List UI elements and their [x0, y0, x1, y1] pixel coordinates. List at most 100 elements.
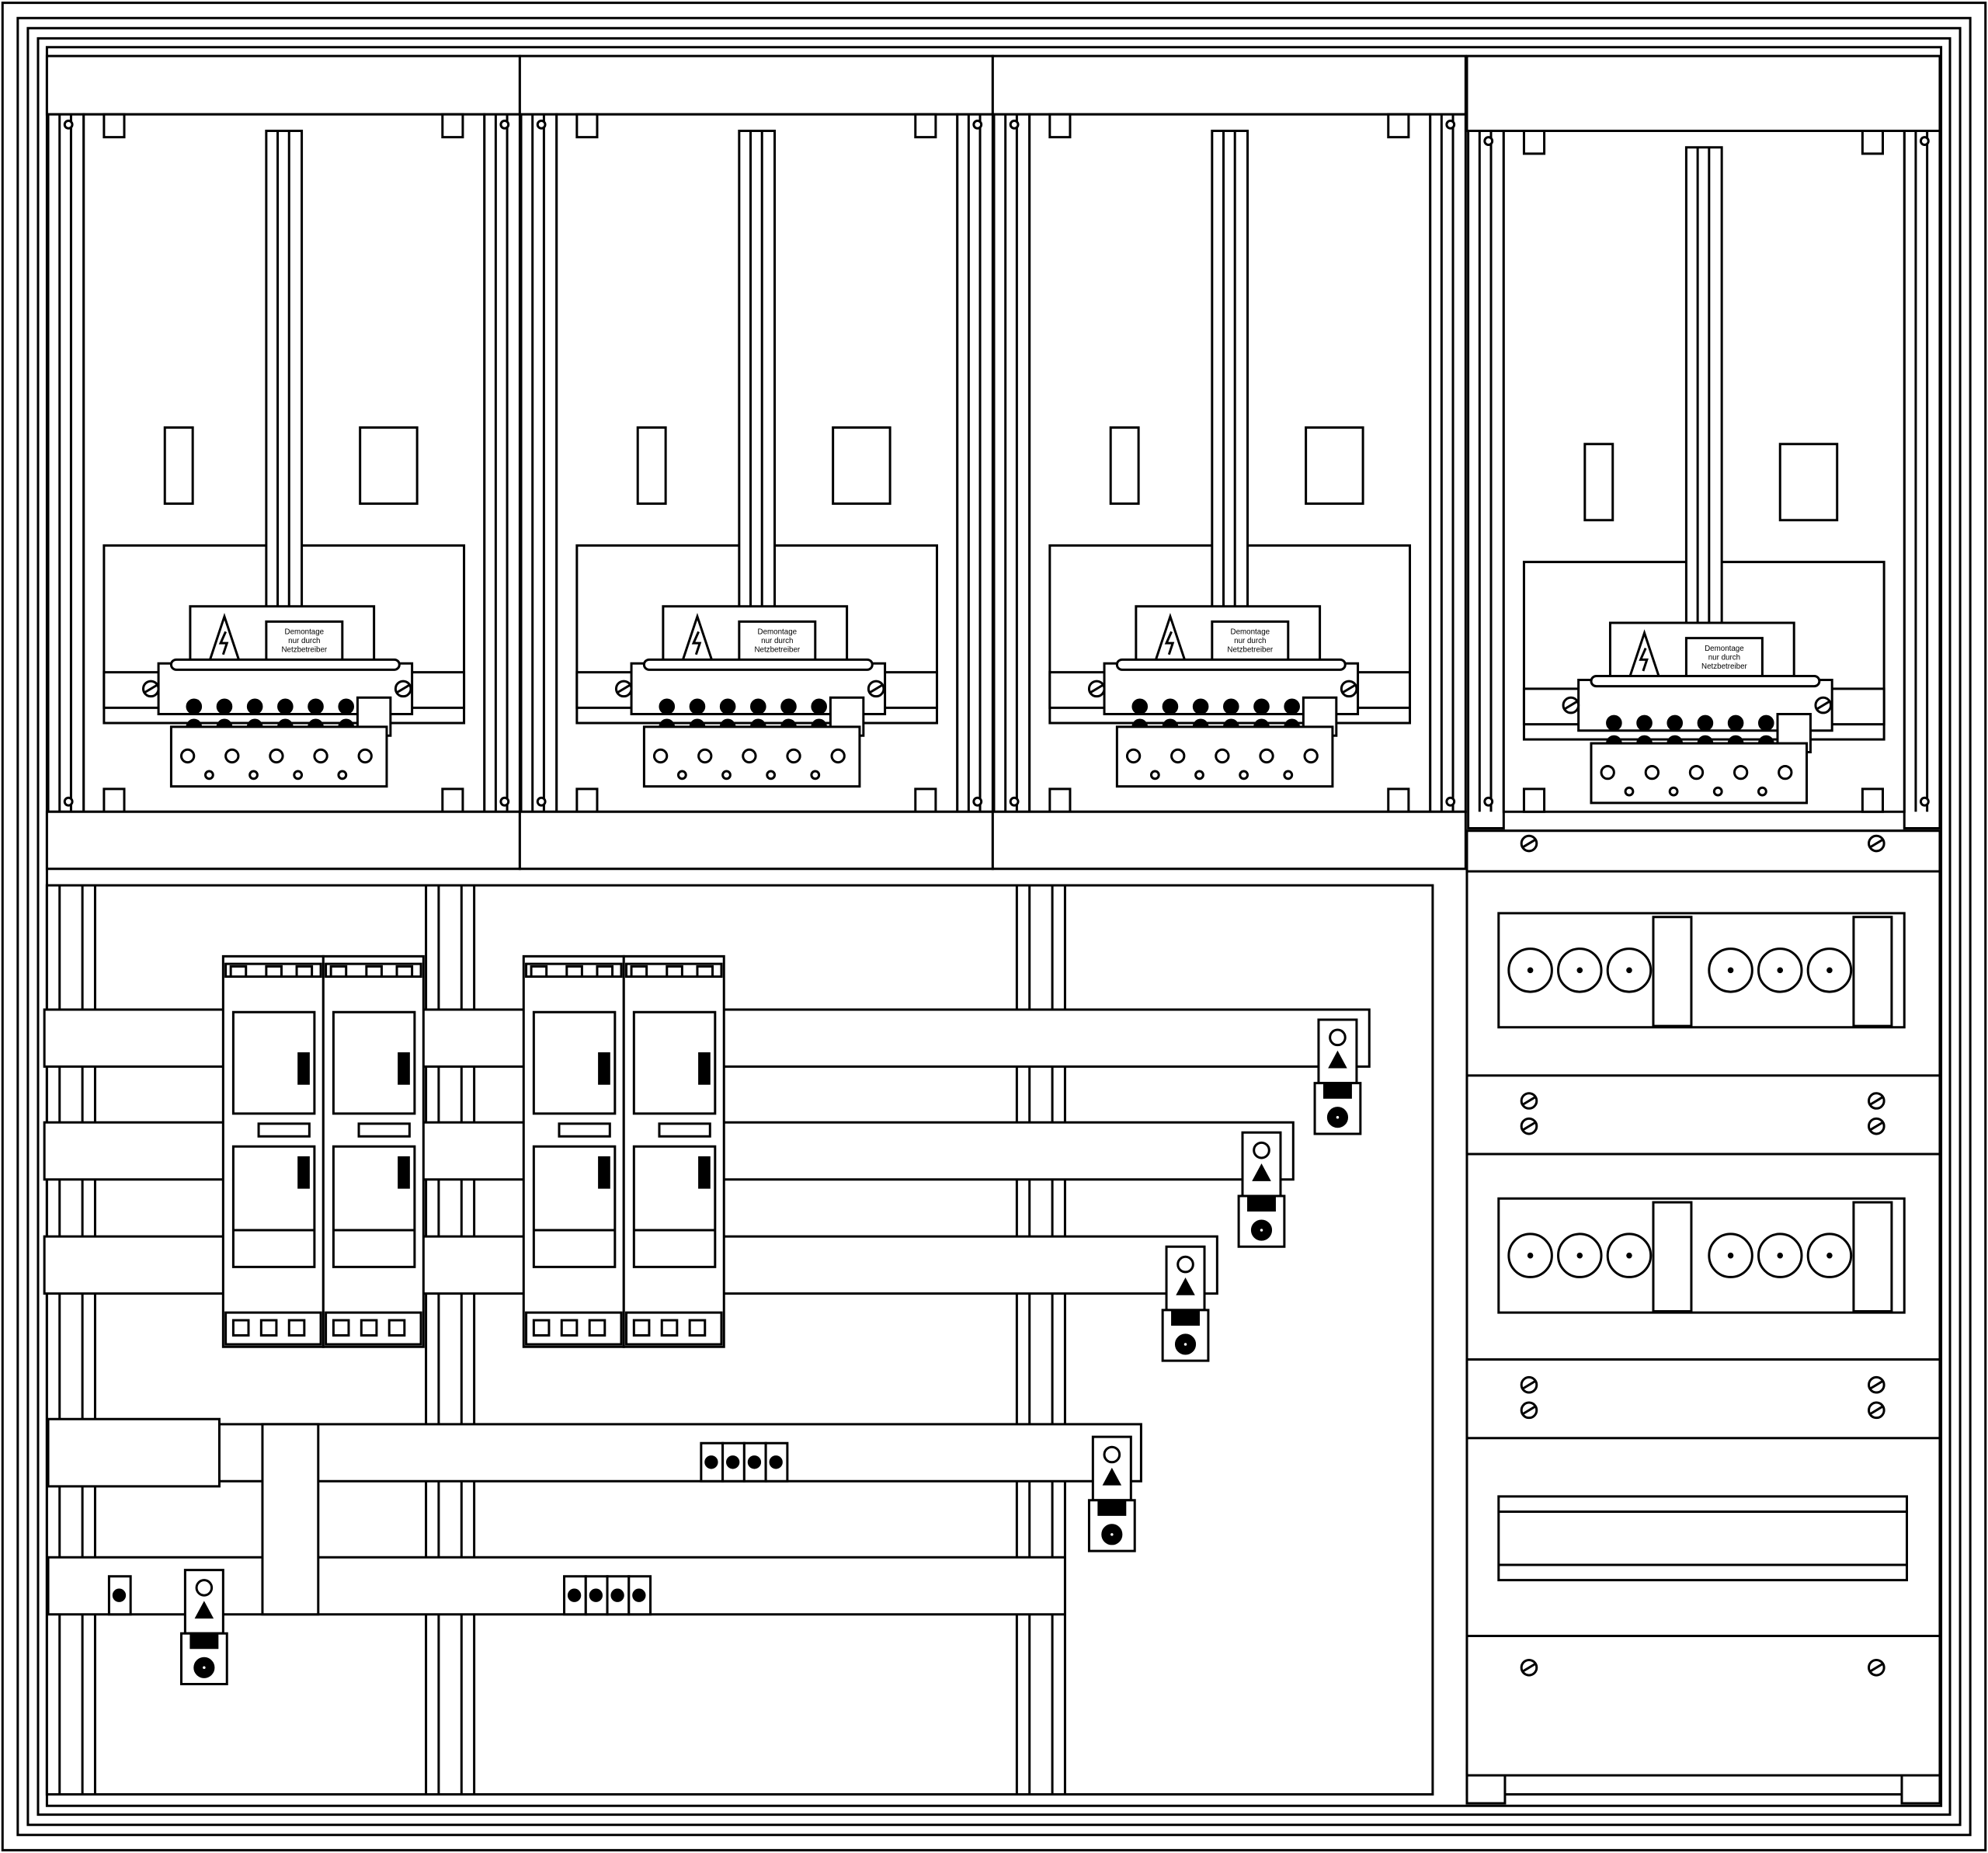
lightning-bolt [221, 631, 227, 654]
terminal-screw [186, 699, 202, 714]
strip [1467, 1636, 1940, 1775]
bay-rail-left [521, 114, 557, 812]
terminal-rail [1591, 676, 1819, 687]
fuse-top-slot [697, 966, 713, 976]
corner-bracket [104, 114, 124, 137]
terminal-screw [1728, 715, 1743, 731]
screw-slot [1523, 1381, 1535, 1389]
terminal-jumper [1854, 1202, 1892, 1311]
mount-hole [537, 798, 545, 805]
screw-slot [1565, 701, 1577, 709]
slot-opening [1110, 428, 1138, 504]
label-line: Demontage [1705, 645, 1744, 653]
base-hole [1670, 787, 1677, 795]
clamp-center [1827, 1253, 1833, 1258]
base-hole [205, 771, 213, 779]
base-hole [1284, 771, 1292, 779]
fuse-top-slot [397, 966, 412, 976]
fuse-indicator [259, 1124, 309, 1136]
square-opening [1306, 428, 1363, 504]
base-hole [270, 749, 283, 762]
terminal-screw [751, 699, 766, 714]
clamp-screw [705, 1456, 718, 1469]
clamp-center [1728, 1253, 1733, 1258]
label-line: Demontage [1231, 628, 1270, 637]
mount-hole [1920, 798, 1928, 805]
fuse-top-slot [531, 966, 547, 976]
corner-bracket [916, 114, 936, 137]
lug-arrow [1103, 1469, 1121, 1485]
terminal-rail [644, 659, 872, 669]
label-line: Demontage [758, 628, 798, 637]
terminal-clamps [109, 1577, 130, 1615]
corner-bracket [443, 114, 463, 137]
corner-bracket [1388, 114, 1409, 137]
base-hole [1216, 749, 1229, 762]
screw-slot [1870, 840, 1882, 847]
mount-hole [974, 120, 982, 128]
corner-bracket [1050, 114, 1070, 137]
cover-strip [1467, 1360, 1940, 1438]
base-hole [294, 771, 302, 779]
bay-bottom-strip [47, 812, 520, 868]
cable-lug-icon [1089, 1437, 1135, 1551]
meter-carrier-bar [739, 131, 775, 613]
bay-header-bar [1467, 56, 1940, 130]
label-line: nur durch [761, 637, 793, 645]
screw-icon [1521, 1093, 1537, 1109]
bay-header-bar [47, 56, 520, 114]
base-hole [812, 771, 819, 779]
terminal-screw [1224, 699, 1239, 714]
screw-icon [1869, 836, 1885, 851]
lug-bolt-center [1335, 1114, 1340, 1120]
lug-arrow [1329, 1052, 1347, 1068]
screw-icon [1869, 1660, 1885, 1675]
label-line: Demontage [285, 628, 325, 637]
screw-icon [1869, 1377, 1885, 1392]
screw-icon [1521, 1377, 1537, 1392]
screw-slot [144, 685, 157, 693]
screw-icon [1521, 836, 1537, 851]
right-column [1467, 831, 1940, 1803]
cover-strip [1467, 1076, 1940, 1154]
pe-busbar [48, 1424, 1141, 1481]
bay-rail-left [1468, 131, 1504, 829]
fuse-bottom-slot [233, 1320, 248, 1336]
base-hole [1779, 766, 1792, 778]
bay-rail-left [994, 114, 1030, 812]
bay-bottom-strip [992, 812, 1465, 868]
base-hole [1601, 766, 1614, 778]
screw-icon [1816, 697, 1831, 713]
screw-slot [1523, 1664, 1535, 1671]
lug-bolt-center [202, 1665, 207, 1670]
terminal-jumper [1653, 917, 1691, 1026]
fuse-bottom-slot [333, 1320, 349, 1336]
fuse-top-slot [631, 966, 647, 976]
base-hole [743, 749, 756, 762]
fuse-bottom-slot [561, 1320, 577, 1336]
fuse-bottom-slot [389, 1320, 405, 1336]
lightning-bolt [1166, 631, 1173, 654]
base-hole [678, 771, 686, 779]
corner-bracket [916, 789, 936, 812]
bay-rail-right [1904, 131, 1940, 829]
fuse-block [523, 956, 724, 1347]
base-hole [181, 749, 193, 762]
screw-icon [1563, 697, 1579, 713]
base-hole [723, 771, 731, 779]
screw-icon [1521, 1660, 1537, 1675]
base-hole [226, 749, 238, 762]
fuse-bottom-slot [361, 1320, 377, 1336]
lug-hole [1178, 1257, 1194, 1272]
strip [1467, 831, 1940, 871]
fuse-handle [699, 1052, 711, 1084]
strip [1467, 1360, 1940, 1438]
strip [1467, 1076, 1940, 1154]
fuse-bottom-slot [261, 1320, 276, 1336]
